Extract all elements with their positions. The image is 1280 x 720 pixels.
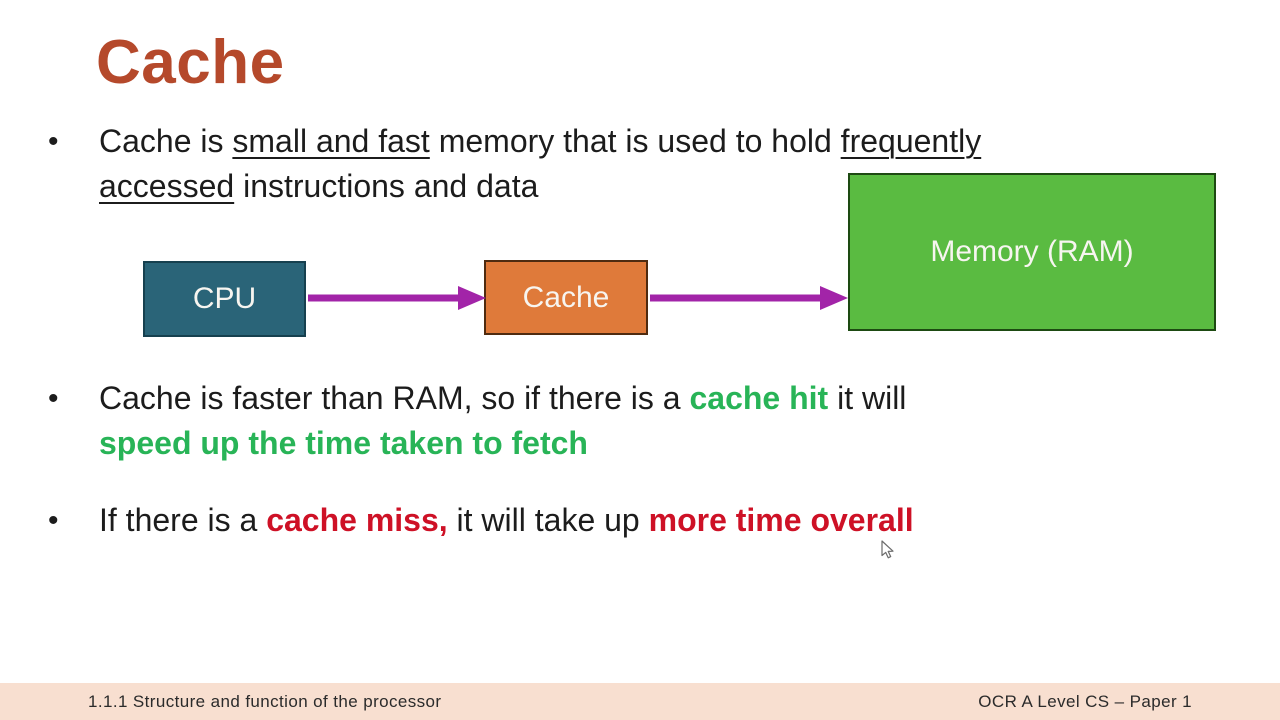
text-segment: cache miss, (266, 502, 448, 538)
memory-ram-box: Memory (RAM) (848, 173, 1216, 331)
footer-course-label: OCR A Level CS – Paper 1 (978, 691, 1192, 711)
memory-ram-box-label: Memory (RAM) (930, 235, 1134, 268)
text-segment: instructions and data (234, 168, 539, 204)
text-segment: more time overall (648, 502, 914, 538)
text-segment: speed up the time taken to fetch (99, 425, 588, 461)
cpu-box: CPU (143, 261, 306, 337)
cache-box: Cache (484, 260, 648, 335)
text-segment: cache hit (689, 380, 829, 416)
text-segment: small and fast (232, 123, 430, 159)
text-segment: memory that is used to hold (429, 123, 841, 159)
cpu-box-label: CPU (192, 282, 257, 315)
text-segment: Cache is (99, 123, 233, 159)
mouse-cursor-icon (881, 540, 894, 559)
bullet-cache-hit: Cache is faster than RAM, so if there is… (99, 376, 1179, 466)
cpu-to-cache-arrow-icon (308, 286, 486, 310)
bullet-marker: • (48, 382, 59, 415)
text-segment: it will (828, 380, 907, 416)
page-title: Cache (96, 28, 285, 97)
footer-bar: 1.1.1 Structure and function of the proc… (0, 683, 1280, 720)
text-segment: frequently (840, 123, 982, 159)
text-segment: it will take up (447, 502, 649, 538)
bullet-marker: • (48, 504, 59, 537)
cache-box-label: Cache (522, 280, 610, 314)
text-segment: Cache is faster than RAM, so if there is… (99, 380, 690, 416)
bullet-cache-miss: If there is a cache miss, it will take u… (99, 498, 1179, 543)
footer-section-label: 1.1.1 Structure and function of the proc… (88, 691, 442, 711)
bullet-marker: • (48, 125, 59, 158)
bullet-cache-definition: Cache is small and fast memory that is u… (99, 119, 1179, 209)
text-segment: If there is a (99, 502, 267, 538)
text-segment: accessed (99, 168, 235, 204)
cache-to-memory-arrow-icon (650, 286, 848, 310)
